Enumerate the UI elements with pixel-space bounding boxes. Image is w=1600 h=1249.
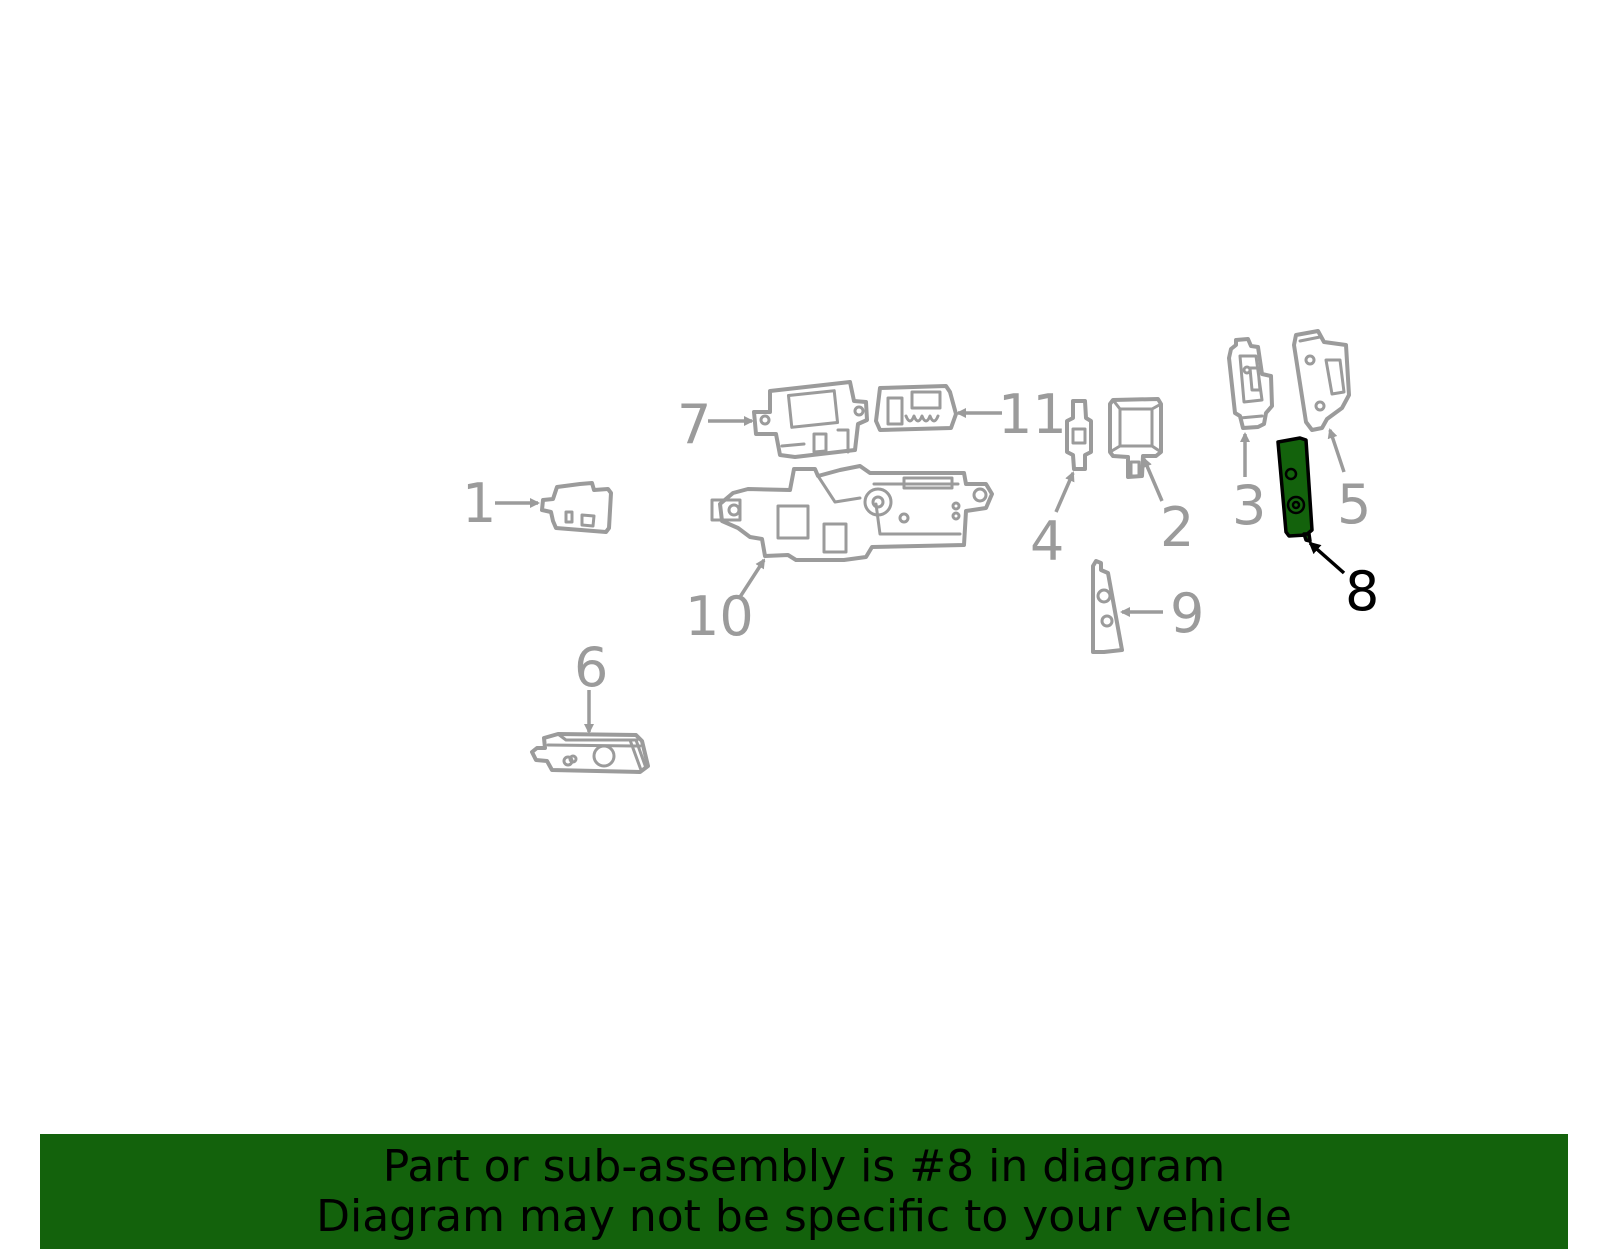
part-5[interactable]	[1292, 329, 1351, 432]
part-1[interactable]	[540, 481, 613, 534]
callout-2: 2	[1160, 496, 1194, 559]
callout-9: 9	[1170, 582, 1204, 645]
part-7[interactable]	[752, 380, 869, 459]
parts-diagram: 1 7 11 10 4	[462, 329, 1379, 774]
info-banner: Part or sub-assembly is #8 in diagram Di…	[40, 1134, 1568, 1249]
part-4[interactable]	[1065, 399, 1093, 471]
callout-11: 11	[998, 383, 1067, 446]
part-6[interactable]	[530, 732, 650, 774]
part-9[interactable]	[1091, 559, 1124, 654]
callout-4: 4	[1030, 510, 1064, 573]
callout-1: 1	[462, 472, 496, 535]
leader-5	[1327, 428, 1346, 473]
part-10[interactable]	[710, 464, 994, 562]
leader-8	[1308, 541, 1346, 575]
part-2[interactable]	[1108, 397, 1163, 479]
banner-line-1: Part or sub-assembly is #8 in diagram	[382, 1141, 1226, 1192]
part-3[interactable]	[1227, 337, 1274, 430]
banner-line-2: Diagram may not be specific to your vehi…	[316, 1191, 1292, 1242]
callout-6: 6	[574, 636, 608, 699]
callout-5: 5	[1337, 473, 1371, 536]
part-8-highlighted[interactable]	[1276, 436, 1314, 543]
leader-4	[1054, 471, 1075, 513]
leader-10	[738, 558, 766, 598]
part-11[interactable]	[874, 384, 958, 432]
callout-10: 10	[685, 585, 754, 648]
callout-7: 7	[677, 393, 711, 456]
callout-8: 8	[1345, 560, 1379, 623]
callout-3: 3	[1232, 474, 1266, 537]
leader-2	[1142, 457, 1164, 502]
